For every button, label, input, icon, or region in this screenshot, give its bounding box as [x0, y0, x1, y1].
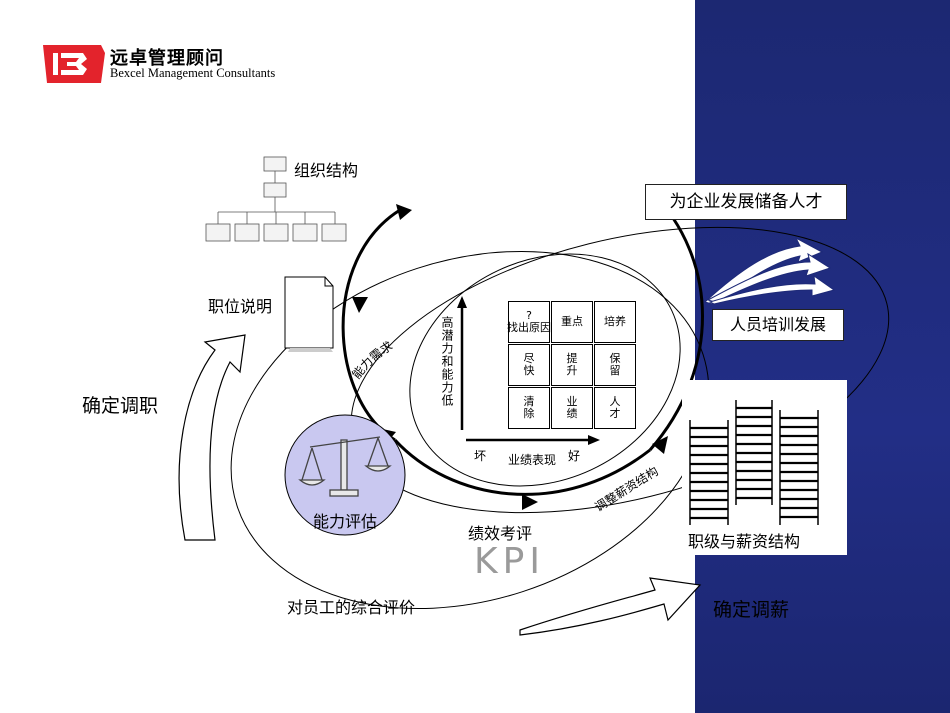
logo-english-name: Bexcel Management Consultants — [110, 66, 276, 80]
ladders-panel — [682, 380, 847, 555]
inner-ellipse — [409, 253, 681, 487]
arrowhead-left — [352, 297, 368, 313]
training-development-box: 人员培训发展 — [712, 309, 844, 341]
arrowhead-top-left — [396, 204, 412, 220]
reserve-talent-box: 为企业发展储备人才 — [645, 184, 847, 220]
ladder-rungs — [690, 406, 818, 520]
cycle-arc-left — [341, 208, 401, 442]
hollow-arrow-bottom-right — [519, 577, 702, 636]
determine-salary-label: 确定调薪 — [713, 599, 790, 621]
adjust-salary-label: 调整薪资结构 — [592, 463, 661, 514]
grid-x-low-label: 坏 — [474, 449, 487, 463]
job-description-label: 职位说明 — [208, 297, 273, 316]
org-structure-label: 组织结构 — [294, 161, 359, 180]
outer-ellipse-left — [230, 250, 710, 610]
grid-cell-r3c3: 人 才 — [594, 387, 636, 429]
svg-text:调整薪资结构: 调整薪资结构 — [592, 463, 661, 514]
grid-cell-r2c3: 保 留 — [594, 344, 636, 386]
grid-x-axis-label: 业绩表现 — [508, 453, 557, 467]
rank-salary-label: 职级与薪资结构 — [688, 532, 801, 551]
arrowhead-bottom — [522, 494, 538, 510]
performance-review-label: 绩效考评 — [468, 524, 533, 543]
navy-side-panel — [695, 0, 950, 713]
grid-cell-r1c3: 培养 — [594, 301, 636, 343]
bexcel-logo — [43, 43, 105, 89]
cycle-arc-bottom — [393, 438, 651, 496]
grid-cell-r2c2: 提 升 — [551, 344, 593, 386]
hollow-arrow-left — [178, 334, 246, 541]
ability-assessment-label: 能力评估 — [313, 512, 378, 531]
grid-cell-r1c2: 重点 — [551, 301, 593, 343]
logo-chinese-name: 远卓管理顾问 — [110, 48, 224, 69]
grid-cell-r3c2: 业 绩 — [551, 387, 593, 429]
grid-y-axis-label: 高潜力和能力低 — [440, 316, 454, 407]
scale-icon — [298, 436, 392, 497]
paper-swoosh-icon — [704, 236, 836, 305]
grid-cell-r3c1: 清 除 — [508, 387, 550, 429]
determine-transfer-label: 确定调职 — [82, 395, 159, 417]
grid-x-high-label: 好 — [568, 449, 581, 463]
kpi-label: KPI — [474, 541, 545, 582]
org-chart-icon — [205, 156, 347, 242]
document-icon — [284, 276, 334, 352]
grid-cell-r2c1: 尽 快 — [508, 344, 550, 386]
arrowhead-right — [652, 436, 668, 454]
ability-need-label: 能力需求 — [349, 339, 395, 382]
grid-cell-r1c1: ? 找出原因 — [507, 301, 551, 343]
overall-evaluation-label: 对员工的综合评价 — [287, 598, 416, 617]
svg-text:能力需求: 能力需求 — [349, 339, 395, 382]
